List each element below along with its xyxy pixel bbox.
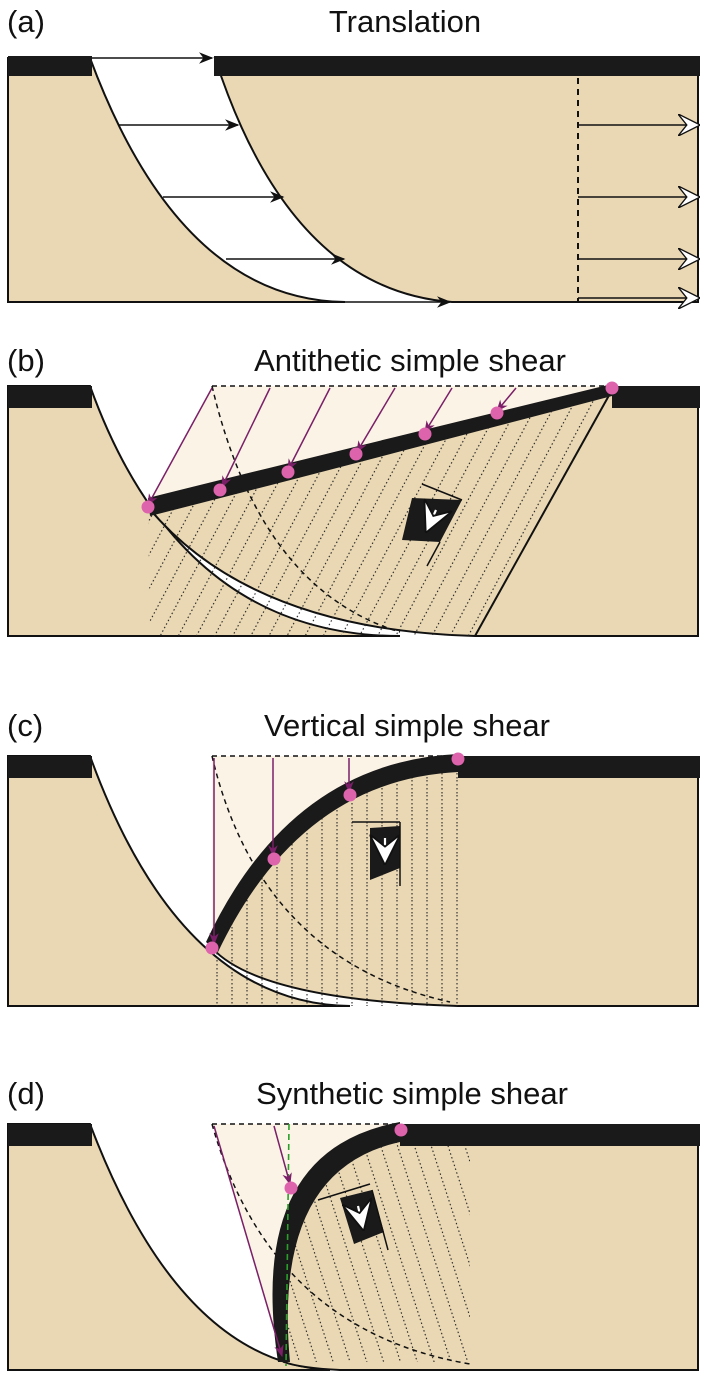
- panel-b-displacement-arrow: [356, 387, 396, 454]
- panel-b-label: (b): [7, 343, 45, 378]
- panel-b-marker: [349, 447, 363, 461]
- panel-d-marker: [394, 1123, 408, 1137]
- panel-a-diagram: [7, 52, 700, 303]
- panel-d-shear-sense-icon: [317, 1183, 389, 1251]
- panel-b-marker: [213, 483, 227, 497]
- panel-c-marker: [267, 852, 281, 866]
- panel-b-top-layer-right: [612, 386, 700, 408]
- panel-b-top-layer-left: [8, 386, 92, 408]
- panel-c-marker: [451, 752, 465, 766]
- panel-d-marker: [284, 1181, 298, 1195]
- panel-a-label: (a): [7, 4, 45, 39]
- panel-b-marker: [490, 406, 504, 420]
- panel-d-vertical-reference: [285, 1123, 290, 1367]
- panel-b-diagram: [7, 381, 700, 637]
- panel-b-displacement-arrow: [147, 387, 213, 507]
- panel-d-displacement-arrow: [273, 1125, 292, 1186]
- panel-d-top-layer-left: [8, 1124, 92, 1146]
- panel-a-top-layer-right: [214, 56, 700, 76]
- panel-d-diagram: [7, 1122, 700, 1371]
- panel-b-marker: [418, 427, 432, 441]
- panel-c-label: (c): [7, 708, 44, 743]
- panel-b-shear-sense-icon: [402, 483, 463, 567]
- panel-b-shear-boundary: [474, 389, 613, 637]
- panel-d-title: Synthetic simple shear: [256, 1076, 568, 1111]
- panel-d-dashed-fault: [211, 1123, 471, 1365]
- panel-a-title: Translation: [328, 4, 482, 39]
- panel-d-restored-wedge: [212, 1124, 400, 1362]
- panel-d-displacement-arrow: [213, 1125, 284, 1358]
- panel-c-top-layer-left: [8, 756, 92, 778]
- panel-d-black-layer: [272, 1122, 400, 1362]
- panel-b-marker: [141, 500, 155, 514]
- panel-b-displacement-arrow: [221, 387, 271, 489]
- panel-b-displacement-arrow: [287, 387, 331, 472]
- panel-c-shear-sense-icon: [352, 821, 401, 886]
- panel-c-marker: [343, 788, 357, 802]
- panel-a-footwall: [7, 57, 346, 303]
- panel-d-top-layer-right: [400, 1124, 700, 1146]
- panel-b-marker: [605, 381, 619, 395]
- panel-d-label: (d): [7, 1076, 45, 1111]
- panel-a-top-layer-left: [8, 56, 92, 76]
- panel-b-displacement-arrow: [496, 387, 517, 412]
- panel-c-marker: [205, 941, 219, 955]
- panel-c-title: Vertical simple shear: [263, 708, 551, 743]
- panel-b-displacement-arrow: [424, 387, 453, 434]
- panel-b-title: Antithetic simple shear: [254, 343, 566, 378]
- panel-b-marker: [281, 465, 295, 479]
- panel-c-black-layer: [206, 754, 458, 952]
- panel-a-hangingwall: [213, 57, 699, 303]
- panel-c-diagram: [7, 752, 700, 1007]
- panel-c-top-layer-right: [458, 756, 700, 778]
